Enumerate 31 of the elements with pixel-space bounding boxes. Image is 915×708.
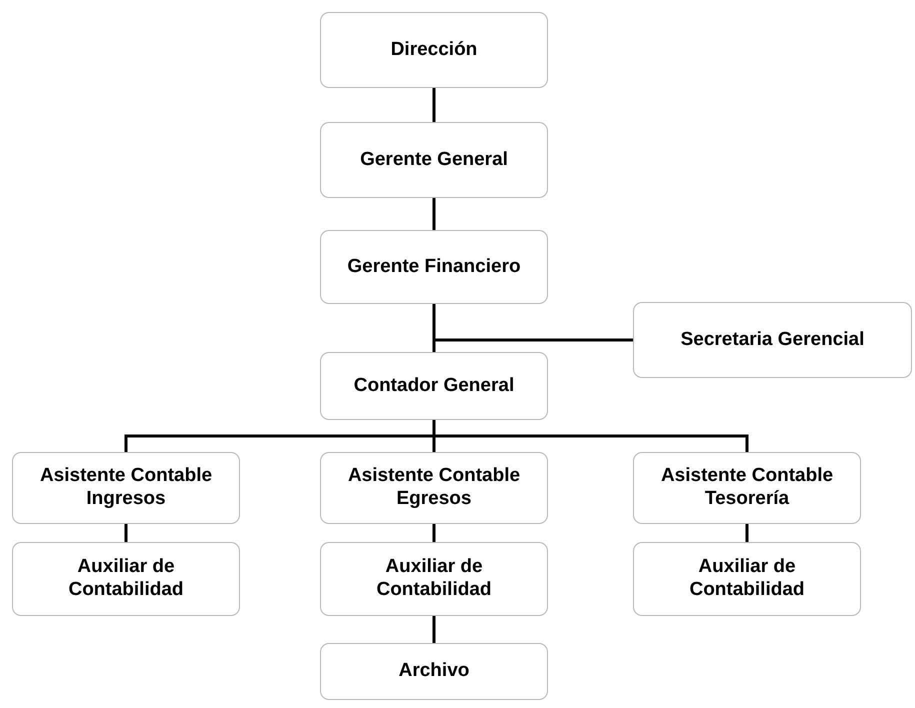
org-box (320, 352, 548, 420)
connector-line (124, 524, 128, 542)
role-label: Archivo (398, 660, 470, 683)
org-box (633, 302, 912, 378)
role-label: Asistente Contable Egresos (346, 465, 522, 511)
org-box (12, 542, 240, 616)
role-label: Auxiliar de Contabilidad (375, 556, 493, 602)
org-box (320, 452, 548, 524)
org-box (320, 122, 548, 198)
role-label: Auxiliar de Contabilidad (688, 556, 806, 602)
org-box (633, 542, 861, 616)
role-label: Asistente Contable Tesorería (660, 465, 834, 511)
role-label: Asistente Contable Ingresos (38, 465, 214, 511)
role-label: Auxiliar de Contabilidad (67, 556, 185, 602)
connector-line (432, 616, 436, 643)
org-box (12, 452, 240, 524)
org-box (320, 542, 548, 616)
connector-line (432, 88, 436, 122)
org-box (320, 12, 548, 88)
org-box (633, 452, 861, 524)
org-box (320, 643, 548, 700)
role-label: Gerente Financiero (347, 256, 521, 278)
role-label: Contador General (354, 374, 514, 398)
connector-line (746, 524, 748, 542)
connector-line (432, 524, 436, 542)
connector-line (432, 198, 436, 230)
role-label: Gerente General (360, 148, 508, 172)
org-box (320, 230, 548, 304)
role-label: Dirección (390, 38, 478, 62)
role-label: Secretaria Gerencial (680, 328, 864, 352)
connector-line (432, 420, 748, 452)
